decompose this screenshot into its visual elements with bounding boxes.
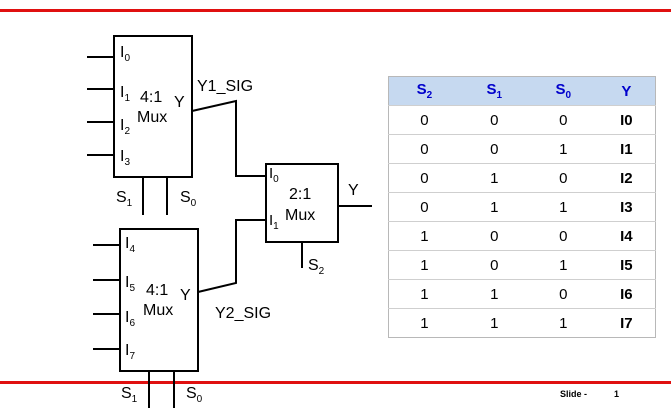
mux-bottom-select-0: S0 [186, 385, 203, 405]
mux-bottom-title-line1: 4:1 [146, 282, 168, 299]
mux-top-input-2: I2 [120, 117, 130, 137]
mux-final-input-0: I0 [269, 165, 279, 185]
mux-top-title-line2: Mux [137, 109, 167, 126]
truth-table-header-row: S2 S1 S0 Y [388, 76, 656, 106]
signal-label-y1: Y1_SIG [197, 78, 253, 95]
mux-bottom-title-line2: Mux [143, 302, 173, 319]
mux-bottom-output: Y [180, 287, 191, 304]
header-s0: S0 [528, 76, 598, 106]
header-s2: S2 [388, 76, 460, 106]
mux-bottom-input-5: I5 [125, 274, 135, 294]
header-y: Y [597, 76, 656, 106]
mux-top-input-3: I3 [120, 148, 130, 168]
mux-top-select-0: S0 [180, 189, 197, 209]
mux-top-title-line1: 4:1 [140, 89, 162, 106]
top-red-rule [0, 9, 671, 12]
mux-top-output: Y [174, 94, 185, 111]
header-s1: S1 [459, 76, 529, 106]
mux-final-input-1: I1 [269, 212, 279, 232]
mux-bottom-input-7: I7 [125, 342, 135, 362]
mux-final-output: Y [348, 182, 359, 199]
mux-bottom-box [119, 228, 199, 372]
mux-final-select: S2 [308, 257, 325, 277]
mux-top-input-0: I0 [120, 44, 130, 64]
slide-label: Slide - [560, 389, 588, 399]
mux-top-box [113, 35, 193, 178]
wire-y2-sig [197, 219, 266, 293]
mux-top-input-1: I1 [120, 84, 130, 104]
mux-top-select-1: S1 [116, 189, 133, 209]
wire-y1-sig [191, 99, 266, 177]
signal-label-y2: Y2_SIG [215, 305, 271, 322]
mux-bottom-select-1: S1 [121, 385, 138, 405]
mux-bottom-input-6: I6 [125, 309, 135, 329]
mux-final-title-line2: Mux [285, 207, 315, 224]
bottom-red-rule [0, 381, 671, 384]
slide-number: 1 [614, 389, 620, 399]
mux-final-title-line1: 2:1 [289, 186, 311, 203]
mux-bottom-input-4: I4 [125, 235, 135, 255]
